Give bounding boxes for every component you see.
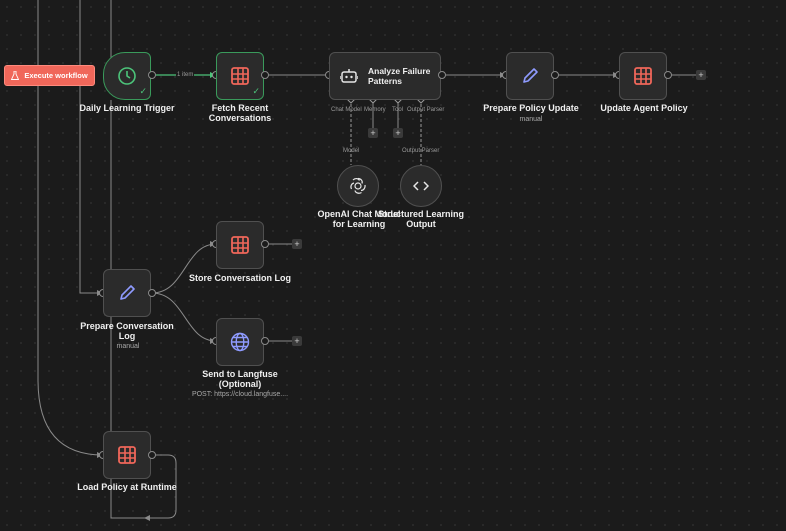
table-icon — [231, 236, 249, 254]
wire-load-loop — [150, 454, 177, 519]
prepare-policy-label: Prepare Policy Update — [483, 103, 579, 113]
arrow-loop — [144, 515, 150, 521]
node-prepare-conversation-log[interactable] — [103, 269, 151, 317]
port-tool-label: Tool — [392, 107, 404, 113]
structured-label: Structured Learning Output — [375, 209, 467, 229]
wire-log-store — [151, 243, 217, 294]
trigger-output-handle[interactable] — [148, 71, 156, 79]
fetch-output-handle[interactable] — [261, 71, 269, 79]
success-check-icon: ✓ — [139, 86, 147, 96]
langfuse-label: Send to Langfuse (Optional) — [190, 369, 290, 389]
node-analyze-failure-patterns[interactable]: Analyze Failure Patterns — [329, 52, 441, 100]
table-icon — [231, 67, 249, 85]
port-memory-label: Memory — [364, 107, 386, 113]
node-fetch-recent-conversations[interactable]: ✓ — [216, 52, 264, 100]
update-policy-output-handle[interactable] — [664, 71, 672, 79]
node-store-conversation-log[interactable] — [216, 221, 264, 269]
table-icon — [634, 67, 652, 85]
langfuse-label-line1: Send to Langfuse — [202, 369, 278, 379]
prepare-log-label: Prepare Conversation Log — [77, 321, 177, 341]
success-check-icon: ✓ — [252, 86, 260, 96]
node-daily-learning-trigger[interactable]: ✓ — [103, 52, 151, 100]
port-output-parser-label: Output Parser — [407, 107, 445, 113]
execute-workflow-button[interactable]: Execute workflow — [4, 65, 95, 86]
add-after-update-button[interactable]: + — [696, 70, 706, 80]
pencil-icon — [523, 68, 538, 83]
trigger-label: Daily Learning Trigger — [79, 103, 175, 113]
node-send-to-langfuse[interactable] — [216, 318, 264, 366]
load-policy-output-handle[interactable] — [148, 451, 156, 459]
port-chat-model-label: Chat Model — [331, 107, 362, 113]
store-log-output-handle[interactable] — [261, 240, 269, 248]
pencil-icon — [120, 285, 135, 300]
add-memory-button[interactable]: + — [368, 128, 378, 138]
prepare-policy-output-handle[interactable] — [551, 71, 559, 79]
store-log-label: Store Conversation Log — [188, 273, 291, 283]
table-icon — [118, 446, 136, 464]
openai-icon — [350, 177, 366, 194]
load-policy-label: Load Policy at Runtime — [77, 482, 177, 492]
langfuse-subtitle: POST: https://cloud.langfuse.... — [191, 391, 289, 398]
add-tool-button[interactable]: + — [393, 128, 403, 138]
prepare-log-label-line2: Log — [118, 331, 136, 341]
node-prepare-policy-update[interactable] — [506, 52, 554, 100]
fetch-label: Fetch Recent Conversations — [195, 103, 285, 123]
prepare-log-output-handle[interactable] — [148, 289, 156, 297]
fetch-label-line2: Conversations — [208, 113, 272, 123]
analyze-output-handle[interactable] — [438, 71, 446, 79]
structured-label-line2: Output — [406, 219, 436, 229]
wire-log-langfuse — [151, 292, 217, 342]
langfuse-label-line2: (Optional) — [218, 379, 262, 389]
openai-port-label: Model — [343, 148, 360, 154]
update-policy-label: Update Agent Policy — [600, 103, 688, 113]
flask-icon — [11, 71, 20, 80]
openai-label-line2: for Learning — [332, 219, 386, 229]
edge-item-count: 1 item — [176, 72, 195, 78]
add-after-langfuse-button[interactable]: + — [292, 336, 302, 346]
node-load-policy-at-runtime[interactable] — [103, 431, 151, 479]
execute-workflow-label: Execute workflow — [24, 71, 88, 80]
analyze-title-line1: Analyze Failure — [368, 66, 431, 76]
structured-label-line1: Structured Learning — [377, 209, 464, 219]
add-after-store-button[interactable]: + — [292, 239, 302, 249]
prepare-log-subtitle: manual — [116, 343, 140, 350]
prepare-policy-subtitle: manual — [519, 116, 543, 123]
openai-label-line1: OpenAI Chat Model — [317, 209, 401, 219]
openai-label: OpenAI Chat Model for Learning — [313, 209, 405, 229]
node-openai-chat-model[interactable] — [337, 165, 379, 207]
node-update-agent-policy[interactable] — [619, 52, 667, 100]
structured-port-label: Output Parser — [402, 148, 440, 154]
globe-icon — [230, 332, 250, 352]
fetch-label-line1: Fetch Recent — [211, 103, 269, 113]
analyze-title: Analyze Failure Patterns — [368, 66, 430, 86]
node-structured-learning-output[interactable] — [400, 165, 442, 207]
wire-left-outer — [37, 0, 104, 456]
clock-icon — [118, 67, 136, 85]
wire-left-inner — [79, 0, 103, 294]
langfuse-output-handle[interactable] — [261, 337, 269, 345]
analyze-title-line2: Patterns — [368, 76, 403, 86]
robot-icon — [340, 69, 358, 83]
code-icon — [413, 181, 429, 191]
wire-loop-trunk — [110, 100, 150, 519]
prepare-log-label-line1: Prepare Conversation — [80, 321, 174, 331]
